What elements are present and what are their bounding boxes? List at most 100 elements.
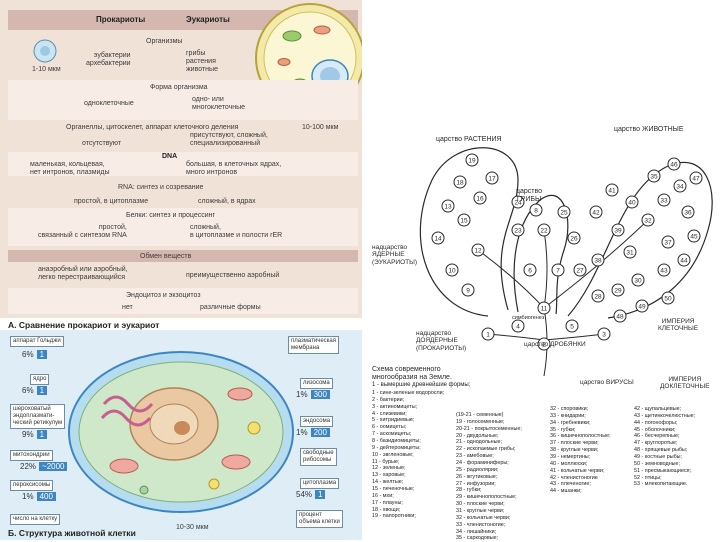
- branch-plants: [477, 249, 545, 309]
- header-prokaryotes: Прокариоты: [96, 15, 146, 24]
- tree-node-number: 1: [486, 332, 490, 339]
- protein-prokaryotes: простой, связанный с синтезом RNA: [38, 224, 127, 240]
- volume-legend: процент объема клетки: [296, 510, 343, 528]
- rer-label: шероховатый эндоплазмати- ческий ретикул…: [10, 404, 66, 429]
- tree-node: [457, 213, 471, 227]
- tree-node: [635, 299, 649, 313]
- kingdom-fungi: царство ГРИБЫ: [516, 188, 543, 204]
- tree-title: Схема современного многообразия на Земле…: [372, 366, 452, 382]
- organelles-prokaryotes: отсутствуют: [82, 140, 122, 147]
- form-label: Форма организма: [150, 84, 208, 91]
- tree-lobe-outline: [513, 194, 569, 315]
- tree-node-number: 5: [570, 324, 574, 331]
- prokaryote-sketch: [33, 39, 57, 63]
- animal-cell-drawing: [68, 351, 294, 513]
- endo-label: Эндоцитоз и экзоцитоз: [126, 292, 201, 299]
- nucleus-stats: 6%1: [22, 386, 48, 395]
- size-eukaryote: 10-100 мкм: [302, 124, 339, 131]
- golgi-label: аппарат Гольджи: [10, 336, 64, 347]
- tree-node: [523, 263, 537, 277]
- tree-node: [453, 175, 467, 189]
- tree-node-number: 43: [660, 268, 668, 275]
- tree-node-number: 36: [684, 210, 692, 217]
- lysosome-label: лизосома: [300, 378, 333, 389]
- header-eukaryotes: Эукариоты: [186, 15, 230, 24]
- metab-label: Обмен веществ: [140, 253, 192, 260]
- tree-node: [557, 205, 571, 219]
- tree-node: [591, 253, 605, 267]
- organelles-eukaryotes: присутствуют, сложный, специализированны…: [190, 132, 268, 148]
- tree-node: [667, 157, 681, 171]
- form-prokaryotes: одноклеточные: [84, 100, 134, 107]
- endo-eukaryotes: различные формы: [200, 304, 261, 311]
- tree-node-number: 34: [676, 184, 684, 191]
- ribosomes-label: свободные рибосомы: [300, 448, 337, 466]
- size-prokaryote: 1-10 мкм: [32, 66, 61, 73]
- tree-node: [647, 169, 661, 183]
- endosome-stats: 1%200: [296, 428, 330, 437]
- tree-node-number: 30: [634, 278, 642, 285]
- dna-label: DNA: [162, 153, 178, 160]
- tree-node-number: 10: [448, 268, 456, 275]
- peroxisome-label: пероксисомы: [10, 480, 54, 491]
- tree-node: [597, 327, 611, 341]
- mitochondria-stats: 22%~2000: [20, 462, 68, 471]
- tree-node: [605, 183, 619, 197]
- tree-node: [529, 203, 543, 217]
- tree-node: [537, 223, 551, 237]
- org-prokaryotes: эубактерии архебактерии: [86, 52, 131, 68]
- tree-node: [565, 319, 579, 333]
- tree-node-number: 24: [514, 200, 522, 207]
- endosome-label: эндосома: [300, 416, 334, 427]
- empire-cellular: ИМПЕРИЯ КЛЕТОЧНЫЕ: [658, 318, 699, 333]
- tree-node-number: 11: [541, 306, 548, 313]
- tree-node-number: 15: [460, 218, 468, 225]
- tree-node: [537, 301, 551, 315]
- tree-node-number: 25: [560, 210, 568, 217]
- tree-node: [677, 253, 691, 267]
- endo-prokaryotes: нет: [122, 304, 133, 311]
- tree-node: [591, 289, 605, 303]
- tree-node-number: 48: [616, 314, 624, 321]
- legend-column-1: 1 - сине-зеленые водоросли; 2 - бактерии…: [372, 390, 445, 520]
- branch-right: [543, 333, 605, 341]
- tree-node: [471, 243, 485, 257]
- cytoplasm-label: цитоплазма: [300, 478, 340, 489]
- metab-band: [8, 250, 358, 262]
- branch-left: [487, 333, 545, 341]
- tree-node-number: 44: [680, 258, 688, 265]
- legend-column-3: 32 - споровики; 33 - книдарии; 34 - греб…: [550, 406, 611, 495]
- tree-node-number: 8: [534, 208, 538, 215]
- dna-row: [8, 152, 358, 176]
- tree-node: [485, 171, 499, 185]
- form-row: [8, 80, 358, 120]
- tree-node: [441, 199, 455, 213]
- tree-node: [623, 245, 637, 259]
- org-eukaryotes: грибы растения животные: [186, 50, 218, 74]
- tree-node: [589, 205, 603, 219]
- tree-node-number: 29: [614, 288, 622, 295]
- tree-node: [511, 223, 525, 237]
- tree-node: [537, 337, 551, 351]
- comparison-panel: Прокариоты Эукариоты 1-10 мкм Организмы …: [0, 0, 362, 318]
- tree-node-number: 13: [444, 204, 452, 211]
- form-eukaryotes: одно- или многоклеточные: [192, 96, 246, 112]
- tree-node-number: 32: [644, 218, 652, 225]
- peroxisome-stats: 1%400: [22, 492, 56, 501]
- tree-node-number: 7: [556, 268, 560, 275]
- tree-lobe-outline: [567, 161, 713, 319]
- protein-eukaryotes: сложный, в цитоплазме и полости rER: [190, 224, 283, 240]
- tree-node-number: 39: [614, 228, 622, 235]
- tree-node-number: 12: [474, 248, 482, 255]
- rna-prokaryotes: простой, в цитоплазме: [74, 198, 149, 205]
- tree-node-number: 27: [576, 268, 584, 275]
- tree-node-number: 50: [664, 296, 672, 303]
- legend-intro: 1 - вымершие древнейшие формы;: [372, 382, 471, 388]
- tree-node: [657, 263, 671, 277]
- dna-eukaryotes: большая, в клеточных ядрах, много интрон…: [186, 161, 282, 177]
- tree-node-number: 3: [602, 332, 606, 339]
- organelles-label: Органеллы, цитоскелет, аппарат клеточног…: [66, 124, 239, 131]
- tree-node: [573, 263, 587, 277]
- tree-node: [445, 263, 459, 277]
- nucleus-label: ядро: [30, 374, 50, 385]
